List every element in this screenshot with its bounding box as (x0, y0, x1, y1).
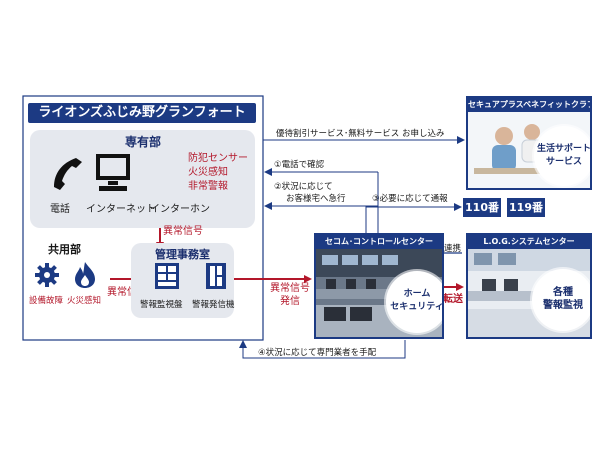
club-badge: 生活サポート サービス (534, 126, 591, 186)
fire-icon (72, 261, 98, 289)
log-photo: 各種 警報監視 (468, 249, 590, 337)
step1-label: ①電話で確認 (274, 160, 325, 170)
home-security-line2: セキュリティ (390, 302, 444, 312)
club-badge-line2: サービス (545, 157, 582, 167)
benefit-flow-label: 優待割引サービス･無料サービス お申し込み (276, 129, 445, 139)
alarm-transmitter-label: 警報発信機 (192, 300, 235, 310)
log-center-header: L.O.G.システムセンター (468, 235, 590, 249)
shared-signal-label: 異常信号 (107, 287, 147, 298)
alarm-item: 火災感知 (188, 167, 228, 178)
equipment-failure-label: 設備故障 (29, 296, 64, 306)
phone-label: 電話 (50, 204, 70, 215)
step4-label: ④状況に応じて専門業者を手配 (258, 348, 377, 358)
outgoing-signal-line2: 発信 (280, 296, 300, 307)
internet-label: インターネット (86, 204, 156, 215)
step2-label: ②状況に応じて お客様宅へ急行 (274, 181, 346, 205)
home-security-badge: ホーム セキュリティ (386, 271, 444, 333)
step2-line2: お客様宅へ急行 (286, 194, 346, 204)
outgoing-signal-line1: 異常信号 (270, 283, 310, 294)
gear-icon (34, 262, 60, 288)
shared-section-label: 共用部 (48, 243, 81, 256)
alarm-item: 防犯センサー (188, 153, 248, 164)
fire-detection-label: 火災感知 (67, 296, 102, 306)
alarm-panel-label: 警報監視盤 (140, 300, 183, 310)
log-badge: 各種 警報監視 (532, 269, 590, 331)
club-photo: 生活サポート サービス (468, 112, 590, 188)
liaison-label: 連携 (444, 244, 462, 254)
secom-center-header: セコム･コントロールセンター (316, 235, 442, 249)
step3-arrow (365, 203, 462, 235)
step3-label: ③必要に応じて通報 (372, 194, 448, 204)
step4-arrow (239, 340, 406, 359)
secom-photo: ホーム セキュリティ (316, 249, 442, 337)
log-center-card: L.O.G.システムセンター 各種 警報監視 (466, 233, 592, 339)
alarm-item: 非常警報 (188, 181, 228, 192)
fire-119-box: 119番 (507, 198, 545, 217)
alarm-transmitter-icon (205, 262, 227, 290)
alarm-panel-icon (154, 262, 180, 290)
home-security-line1: ホーム (403, 289, 431, 299)
club-badge-line1: 生活サポート (536, 144, 591, 154)
phone-icon (48, 154, 88, 194)
computer-icon (93, 152, 135, 194)
secom-center-card: セコム･コントロールセンター ホーム セキュリティ (314, 233, 444, 339)
intercom-label: インターホン (150, 204, 210, 215)
log-badge-line1: 各種 (553, 287, 573, 298)
office-label: 管理事務室 (155, 248, 210, 261)
club-card: セキュアプラスベネフィットクラブ 生活サポート サービス (466, 96, 592, 190)
intercom-signal-label: 異常信号 (163, 226, 203, 237)
private-section-panel (30, 130, 255, 228)
mansion-title: ライオンズふじみ野グランフォート (28, 103, 256, 123)
club-header: セキュアプラスベネフィットクラブ (468, 98, 590, 112)
police-110-box: 110番 (463, 198, 501, 217)
alarm-list: 防犯センサー 火災感知 非常警報 (188, 152, 248, 194)
private-section-label: 専有部 (125, 135, 162, 149)
transfer-label: 転送 (443, 294, 463, 305)
step2-line1: ②状況に応じて (274, 182, 333, 192)
log-badge-line2: 警報監視 (543, 300, 583, 311)
outgoing-signal-label: 異常信号 発信 (270, 282, 310, 308)
